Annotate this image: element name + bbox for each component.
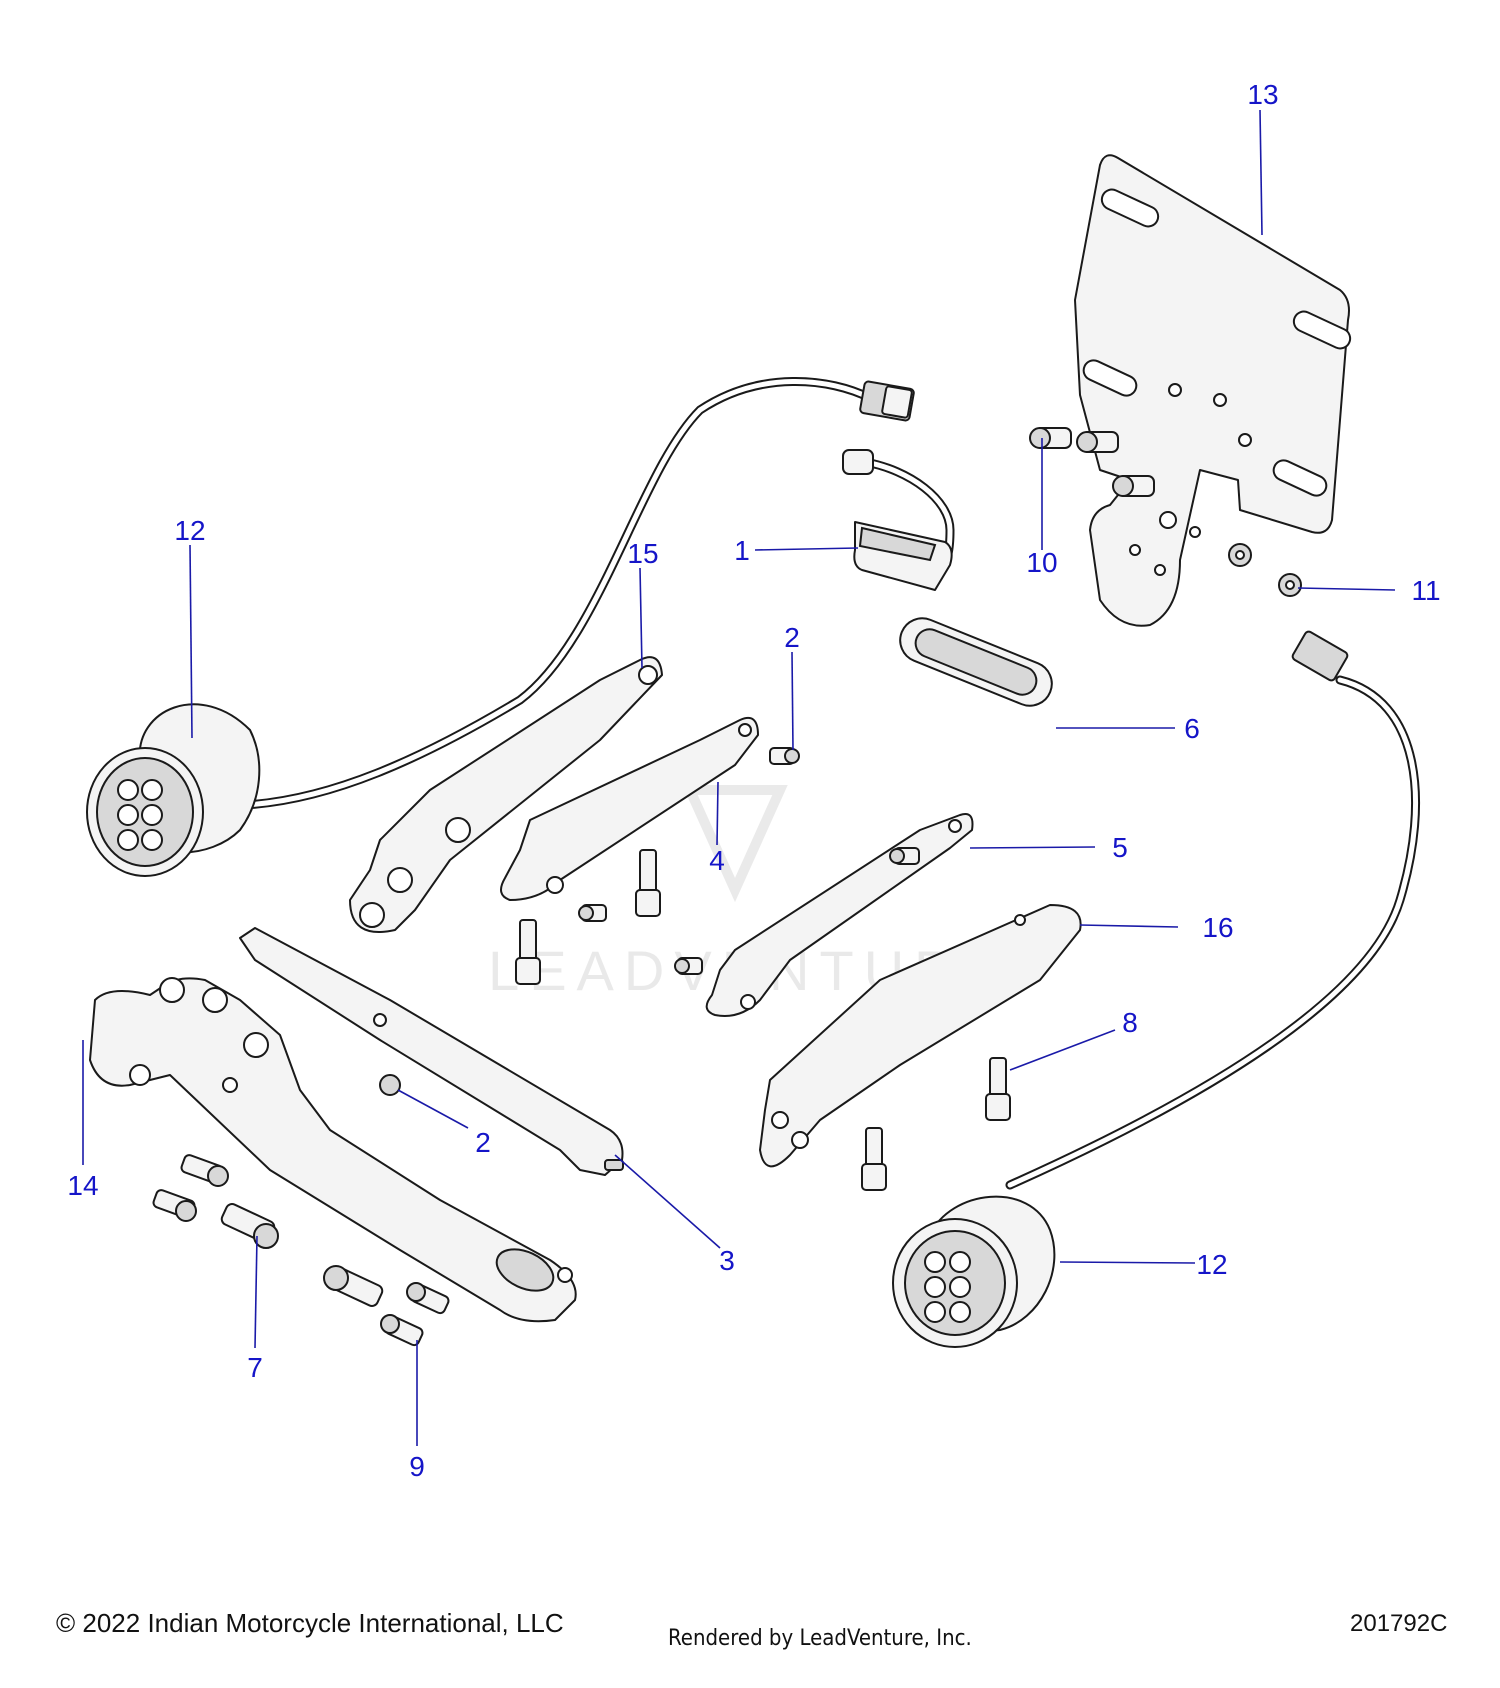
callout-16: 16 bbox=[1202, 912, 1233, 943]
callout-13: 13 bbox=[1247, 79, 1278, 110]
callout-labels: 13 12 15 1 10 11 2 6 4 5 16 8 2 14 3 12 … bbox=[67, 79, 1440, 1482]
callout-11: 11 bbox=[1411, 575, 1440, 606]
callout-6: 6 bbox=[1184, 713, 1200, 744]
small-screws bbox=[578, 747, 920, 975]
reflector-lens bbox=[899, 617, 1053, 707]
diagram-number: 201792C bbox=[1350, 1610, 1448, 1637]
callout-15: 15 bbox=[627, 538, 658, 569]
callout-9: 9 bbox=[409, 1451, 425, 1482]
long-bolts bbox=[515, 849, 1011, 1191]
callout-2-upper: 2 bbox=[784, 622, 800, 653]
callout-8: 8 bbox=[1122, 1007, 1138, 1038]
license-plate-bracket bbox=[1074, 154, 1352, 627]
left-upper-bracket bbox=[349, 656, 663, 933]
callout-12-right: 12 bbox=[1196, 1249, 1227, 1280]
callout-12-left: 12 bbox=[174, 515, 205, 546]
callout-2-lower: 2 bbox=[475, 1127, 491, 1158]
right-outer-cover bbox=[759, 904, 1082, 1168]
callout-10: 10 bbox=[1026, 547, 1057, 578]
leader-lines bbox=[82, 109, 1396, 1446]
callout-14: 14 bbox=[67, 1170, 98, 1201]
rendered-by-credit: Rendered by LeadVenture, Inc. bbox=[668, 1626, 972, 1651]
left-inner-plate bbox=[500, 716, 759, 901]
callout-7: 7 bbox=[247, 1352, 263, 1383]
plate-screws bbox=[1029, 427, 1155, 497]
left-turn-signal bbox=[86, 703, 261, 877]
copyright-notice: © 2022 Indian Motorcycle International, … bbox=[56, 1608, 564, 1638]
callout-5: 5 bbox=[1112, 832, 1128, 863]
callout-1: 1 bbox=[734, 535, 750, 566]
left-lower-strut bbox=[239, 927, 624, 1176]
nut-lower bbox=[379, 1074, 401, 1096]
right-turn-signal bbox=[892, 1195, 1056, 1348]
frame-screws bbox=[152, 1154, 450, 1347]
nuts bbox=[1228, 543, 1302, 597]
right-wire-harness bbox=[1005, 630, 1420, 1190]
left-main-frame bbox=[89, 977, 577, 1323]
callout-3: 3 bbox=[719, 1245, 735, 1276]
license-light bbox=[842, 449, 955, 591]
callout-4: 4 bbox=[709, 845, 725, 876]
left-wire-harness bbox=[240, 377, 915, 810]
